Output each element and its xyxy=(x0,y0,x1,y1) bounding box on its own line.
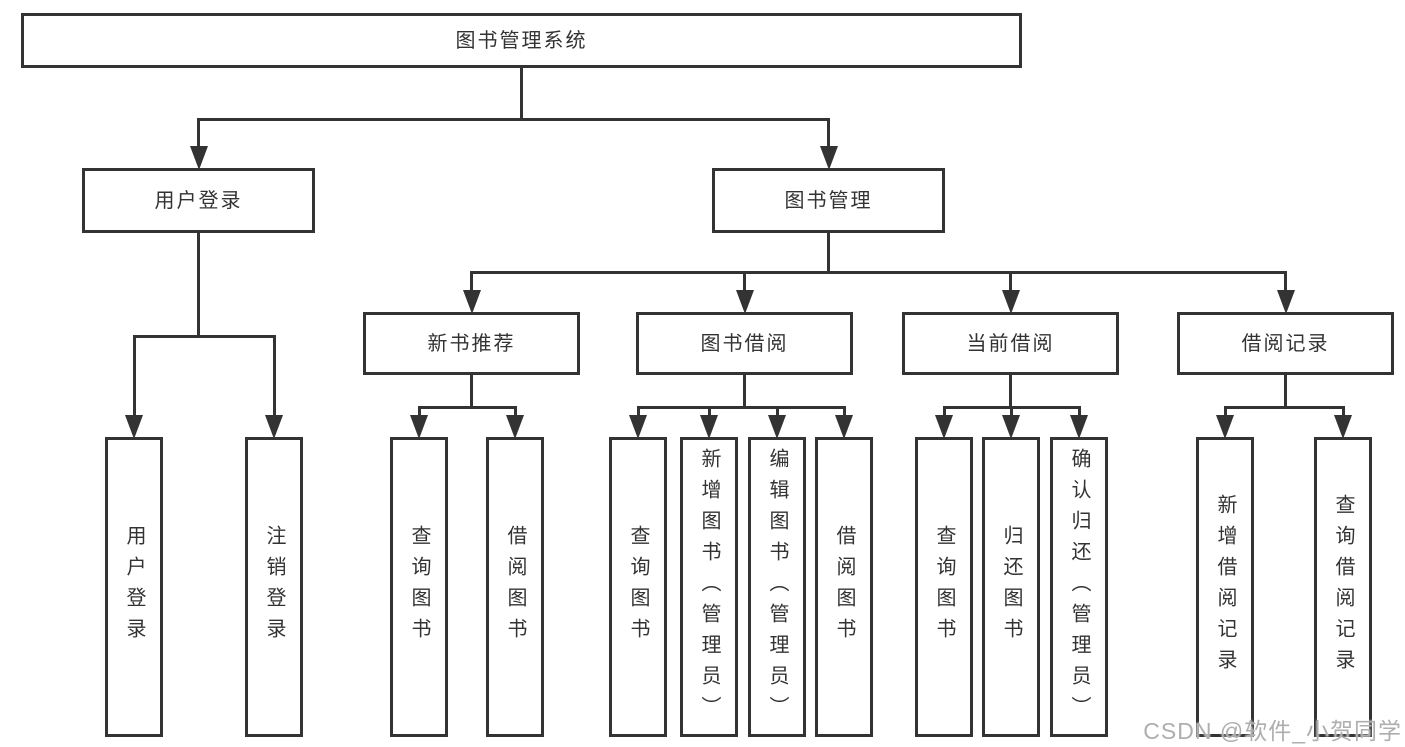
node-label: 图书借阅 xyxy=(700,332,789,355)
node-label: 编辑图书（管理员） xyxy=(766,447,788,727)
connector-line xyxy=(132,335,276,338)
node-br-add: 新增借阅记录 xyxy=(1196,437,1254,737)
node-cb-return: 归还图书 xyxy=(982,437,1040,737)
arrow-down-icon xyxy=(1276,290,1295,314)
node-rec-borrow: 借阅图书 xyxy=(486,437,544,737)
node-label: 用户登录 xyxy=(154,189,243,212)
connector-line xyxy=(417,406,517,409)
node-bb-add: 新增图书（管理员） xyxy=(680,437,738,737)
arrow-down-icon xyxy=(125,415,143,439)
node-label: 查询图书 xyxy=(408,525,430,649)
arrow-down-icon xyxy=(835,415,853,439)
node-label: 借阅图书 xyxy=(833,525,855,649)
node-label: 查询图书 xyxy=(933,525,955,649)
connector-line xyxy=(743,373,746,406)
node-label: 用户登录 xyxy=(123,525,145,649)
node-label: 借阅记录 xyxy=(1241,332,1330,355)
arrow-down-icon xyxy=(768,415,786,439)
arrow-down-icon xyxy=(265,415,283,439)
node-user-login: 用户登录 xyxy=(82,168,315,233)
arrow-down-icon xyxy=(735,290,754,314)
connector-line xyxy=(520,66,523,118)
arrow-down-icon xyxy=(1002,415,1020,439)
node-label: 查询图书 xyxy=(627,525,649,649)
node-cb-query: 查询图书 xyxy=(915,437,973,737)
connector-line xyxy=(1223,406,1345,409)
node-cb-confirm: 确认归还（管理员） xyxy=(1050,437,1108,737)
arrow-down-icon xyxy=(1001,290,1020,314)
node-label: 图书管理系统 xyxy=(455,29,588,52)
node-br-query: 查询借阅记录 xyxy=(1314,437,1372,737)
node-label: 归还图书 xyxy=(1000,525,1022,649)
node-label: 新增图书（管理员） xyxy=(698,447,720,727)
csdn-watermark: CSDN @软件_小贺同学 xyxy=(1143,718,1402,744)
node-label: 注销登录 xyxy=(263,525,285,649)
connector-line xyxy=(636,406,846,409)
arrow-down-icon xyxy=(1334,415,1352,439)
node-bb-borrow: 借阅图书 xyxy=(815,437,873,737)
node-label: 借阅图书 xyxy=(504,525,526,649)
node-label: 图书管理 xyxy=(784,189,873,212)
connector-line xyxy=(272,335,276,425)
connector-line xyxy=(197,231,200,335)
node-rec-query: 查询图书 xyxy=(390,437,448,737)
node-current-borrow: 当前借阅 xyxy=(902,312,1119,375)
node-borrow-records: 借阅记录 xyxy=(1177,312,1394,375)
node-label: 当前借阅 xyxy=(966,332,1055,355)
connector-line xyxy=(197,118,200,156)
connector-line xyxy=(827,118,830,156)
node-new-book-rec: 新书推荐 xyxy=(363,312,580,375)
arrow-down-icon xyxy=(1216,415,1234,439)
arrow-down-icon xyxy=(700,415,718,439)
node-label: 新增借阅记录 xyxy=(1214,494,1236,680)
node-book-mgmt: 图书管理 xyxy=(712,168,945,233)
arrow-down-icon xyxy=(1070,415,1088,439)
node-label: 新书推荐 xyxy=(427,332,516,355)
arrow-down-icon xyxy=(506,415,524,439)
connector-line xyxy=(1009,373,1012,406)
node-logout-leaf: 注销登录 xyxy=(245,437,303,737)
node-label: 确认归还（管理员） xyxy=(1068,447,1090,727)
arrow-down-icon xyxy=(462,290,481,314)
node-book-borrow: 图书借阅 xyxy=(636,312,853,375)
arrow-down-icon xyxy=(819,146,838,170)
arrow-down-icon xyxy=(189,146,208,170)
connector-line xyxy=(743,271,746,300)
node-root: 图书管理系统 xyxy=(21,13,1022,68)
connector-line xyxy=(1009,271,1012,300)
arrow-down-icon xyxy=(410,415,428,439)
connector-line xyxy=(470,271,1287,274)
connector-line xyxy=(827,231,830,271)
connector-line xyxy=(470,373,473,406)
node-login-leaf: 用户登录 xyxy=(105,437,163,737)
node-bb-edit: 编辑图书（管理员） xyxy=(748,437,806,737)
connector-line xyxy=(197,118,830,121)
connector-line xyxy=(1284,373,1287,406)
arrow-down-icon xyxy=(935,415,953,439)
node-bb-query: 查询图书 xyxy=(609,437,667,737)
connector-line xyxy=(1284,271,1287,300)
connector-line xyxy=(132,335,136,425)
arrow-down-icon xyxy=(629,415,647,439)
node-label: 查询借阅记录 xyxy=(1332,494,1354,680)
connector-line xyxy=(470,271,473,300)
